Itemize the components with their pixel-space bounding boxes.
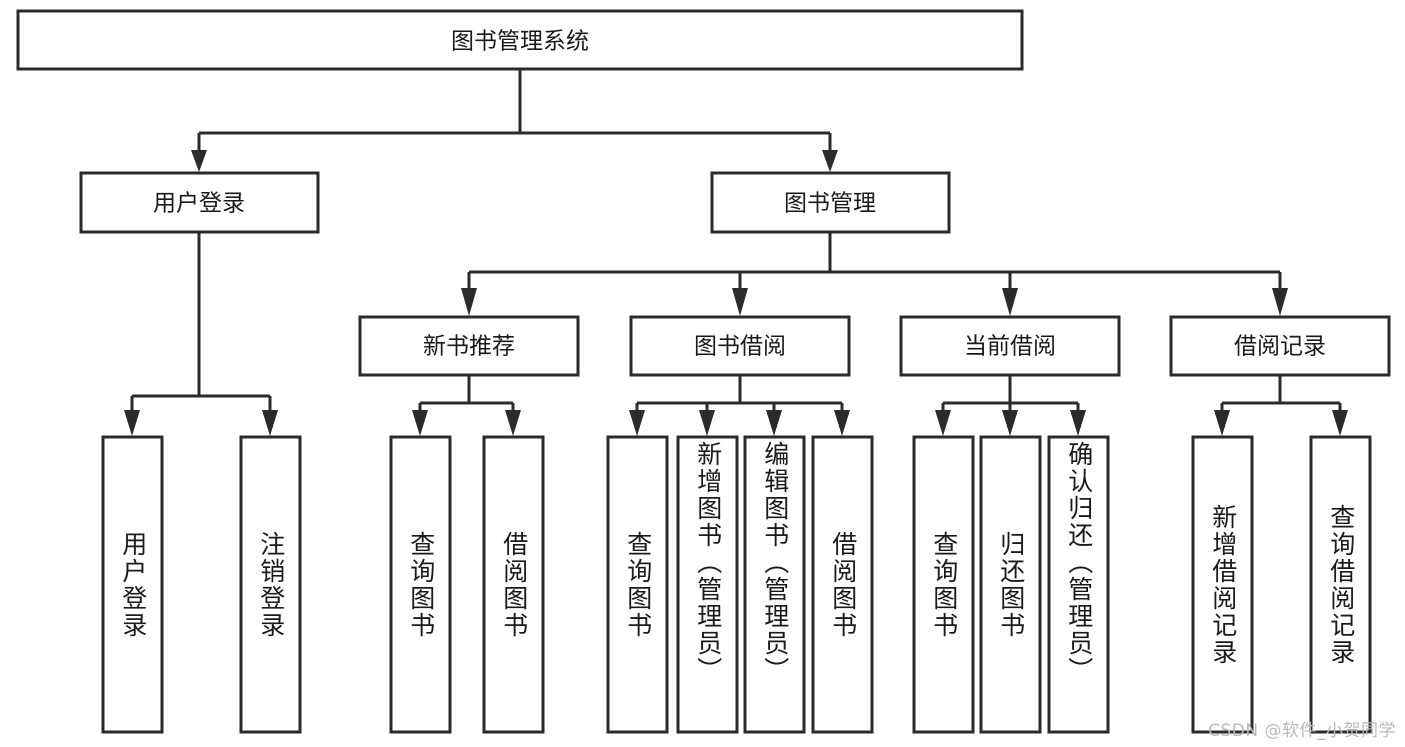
arrow-head-borrow-record: [1272, 288, 1288, 316]
node-box-leaf-query-book-3[interactable]: [912, 435, 975, 734]
node-box-leaf-query-book-2[interactable]: [606, 435, 669, 734]
arrow-head-leaf-user-logout: [262, 410, 278, 436]
node-box-new-book-recommend[interactable]: [358, 315, 580, 377]
arrow-head-book-manage: [822, 150, 838, 172]
node-box-user-login[interactable]: [79, 171, 320, 234]
arrow-head-leaf-confirm-return: [1070, 410, 1086, 436]
node-box-borrow-record[interactable]: [1169, 315, 1391, 377]
arrow-head-user-login: [191, 150, 207, 172]
node-layer: 图书管理系统 用户登录 图书管理 新书推荐 图书借阅 当前借阅 借阅记录: [16, 9, 1391, 734]
arrow-head-new-book-recommend: [461, 288, 477, 316]
arrow-head-leaf-query-book-3: [935, 410, 951, 436]
arrow-head-leaf-add-book: [699, 410, 715, 436]
node-box-leaf-edit-book[interactable]: [743, 435, 806, 734]
node-box-leaf-query-book-1[interactable]: [389, 435, 452, 734]
node-label-book-manage: 图书管理: [784, 191, 876, 217]
node-box-leaf-add-book[interactable]: [676, 435, 739, 734]
arrow-head-leaf-return-book: [1002, 410, 1018, 436]
node-label-root: 图书管理系统: [451, 29, 589, 55]
connector-layer: [124, 69, 1348, 436]
node-box-leaf-borrow-book-2[interactable]: [811, 435, 874, 734]
arrow-head-leaf-add-record: [1214, 410, 1230, 436]
node-label-book-borrow: 图书借阅: [694, 334, 786, 360]
node-box-leaf-borrow-book-1[interactable]: [482, 435, 545, 734]
arrow-head-leaf-edit-book: [766, 410, 782, 436]
node-box-book-borrow[interactable]: [629, 315, 851, 377]
node-box-leaf-user-logout[interactable]: [239, 435, 302, 734]
arrow-head-book-borrow: [732, 288, 748, 316]
arrow-head-current-borrow: [1002, 288, 1018, 316]
node-box-book-manage[interactable]: [710, 171, 951, 234]
arrow-head-leaf-query-book-1: [412, 410, 428, 436]
arrow-head-leaf-borrow-book-1: [505, 410, 521, 436]
node-box-leaf-user-login[interactable]: [101, 435, 164, 734]
arrow-head-leaf-query-book-2: [629, 410, 645, 436]
csdn-watermark: CSDN @软件_小贺同学: [1208, 721, 1396, 741]
node-box-leaf-add-record[interactable]: [1191, 435, 1254, 734]
arrow-head-leaf-query-record: [1332, 410, 1348, 436]
node-box-leaf-return-book[interactable]: [979, 435, 1042, 734]
node-box-current-borrow[interactable]: [899, 315, 1121, 377]
node-label-current-borrow: 当前借阅: [964, 334, 1056, 360]
node-label-new-book-recommend: 新书推荐: [423, 334, 515, 360]
node-box-root[interactable]: [16, 9, 1024, 71]
node-label-borrow-record: 借阅记录: [1234, 334, 1326, 360]
arrow-head-leaf-user-login: [124, 410, 140, 436]
node-label-user-login: 用户登录: [153, 191, 245, 217]
node-box-leaf-confirm-return[interactable]: [1047, 435, 1110, 734]
arrow-head-leaf-borrow-book-2: [834, 410, 850, 436]
node-box-leaf-query-record[interactable]: [1309, 435, 1372, 734]
